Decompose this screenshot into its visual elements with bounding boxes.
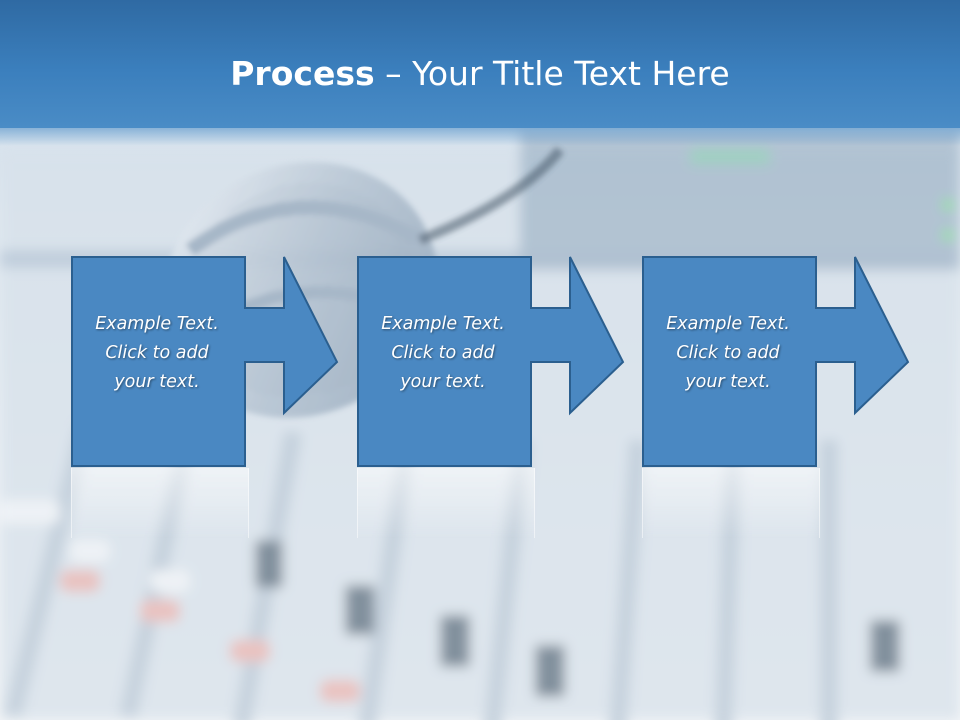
- step-text-line-2: Click to add: [391, 343, 495, 363]
- step-text[interactable]: Example Text. Click to add your text.: [642, 310, 814, 397]
- step-text-line-3: your text.: [400, 372, 486, 392]
- step-text[interactable]: Example Text. Click to add your text.: [71, 310, 243, 397]
- step-3-reflection: [642, 468, 820, 538]
- arrow-callout-shape: [642, 256, 910, 467]
- arrow-callout-shape: [357, 256, 625, 467]
- slide-title[interactable]: Process – Your Title Text Here: [0, 52, 960, 96]
- step-text-line-2: Click to add: [105, 343, 209, 363]
- step-text-line-1: Example Text.: [666, 314, 790, 334]
- step-text-line-1: Example Text.: [95, 314, 219, 334]
- process-step-2[interactable]: Example Text. Click to add your text.: [357, 256, 697, 468]
- step-text-line-1: Example Text.: [381, 314, 505, 334]
- process-step-1[interactable]: Example Text. Click to add your text.: [71, 256, 411, 468]
- step-text-line-3: your text.: [685, 372, 771, 392]
- title-rest-part: – Your Title Text Here: [374, 54, 730, 93]
- title-bar: [0, 0, 960, 146]
- step-text-line-2: Click to add: [676, 343, 780, 363]
- process-step-3[interactable]: Example Text. Click to add your text.: [642, 256, 960, 468]
- step-2-reflection: [357, 468, 535, 538]
- step-1-reflection: [71, 468, 249, 538]
- arrow-callout-shape: [71, 256, 339, 467]
- title-bold-part: Process: [230, 54, 375, 93]
- step-text[interactable]: Example Text. Click to add your text.: [357, 310, 529, 397]
- step-text-line-3: your text.: [114, 372, 200, 392]
